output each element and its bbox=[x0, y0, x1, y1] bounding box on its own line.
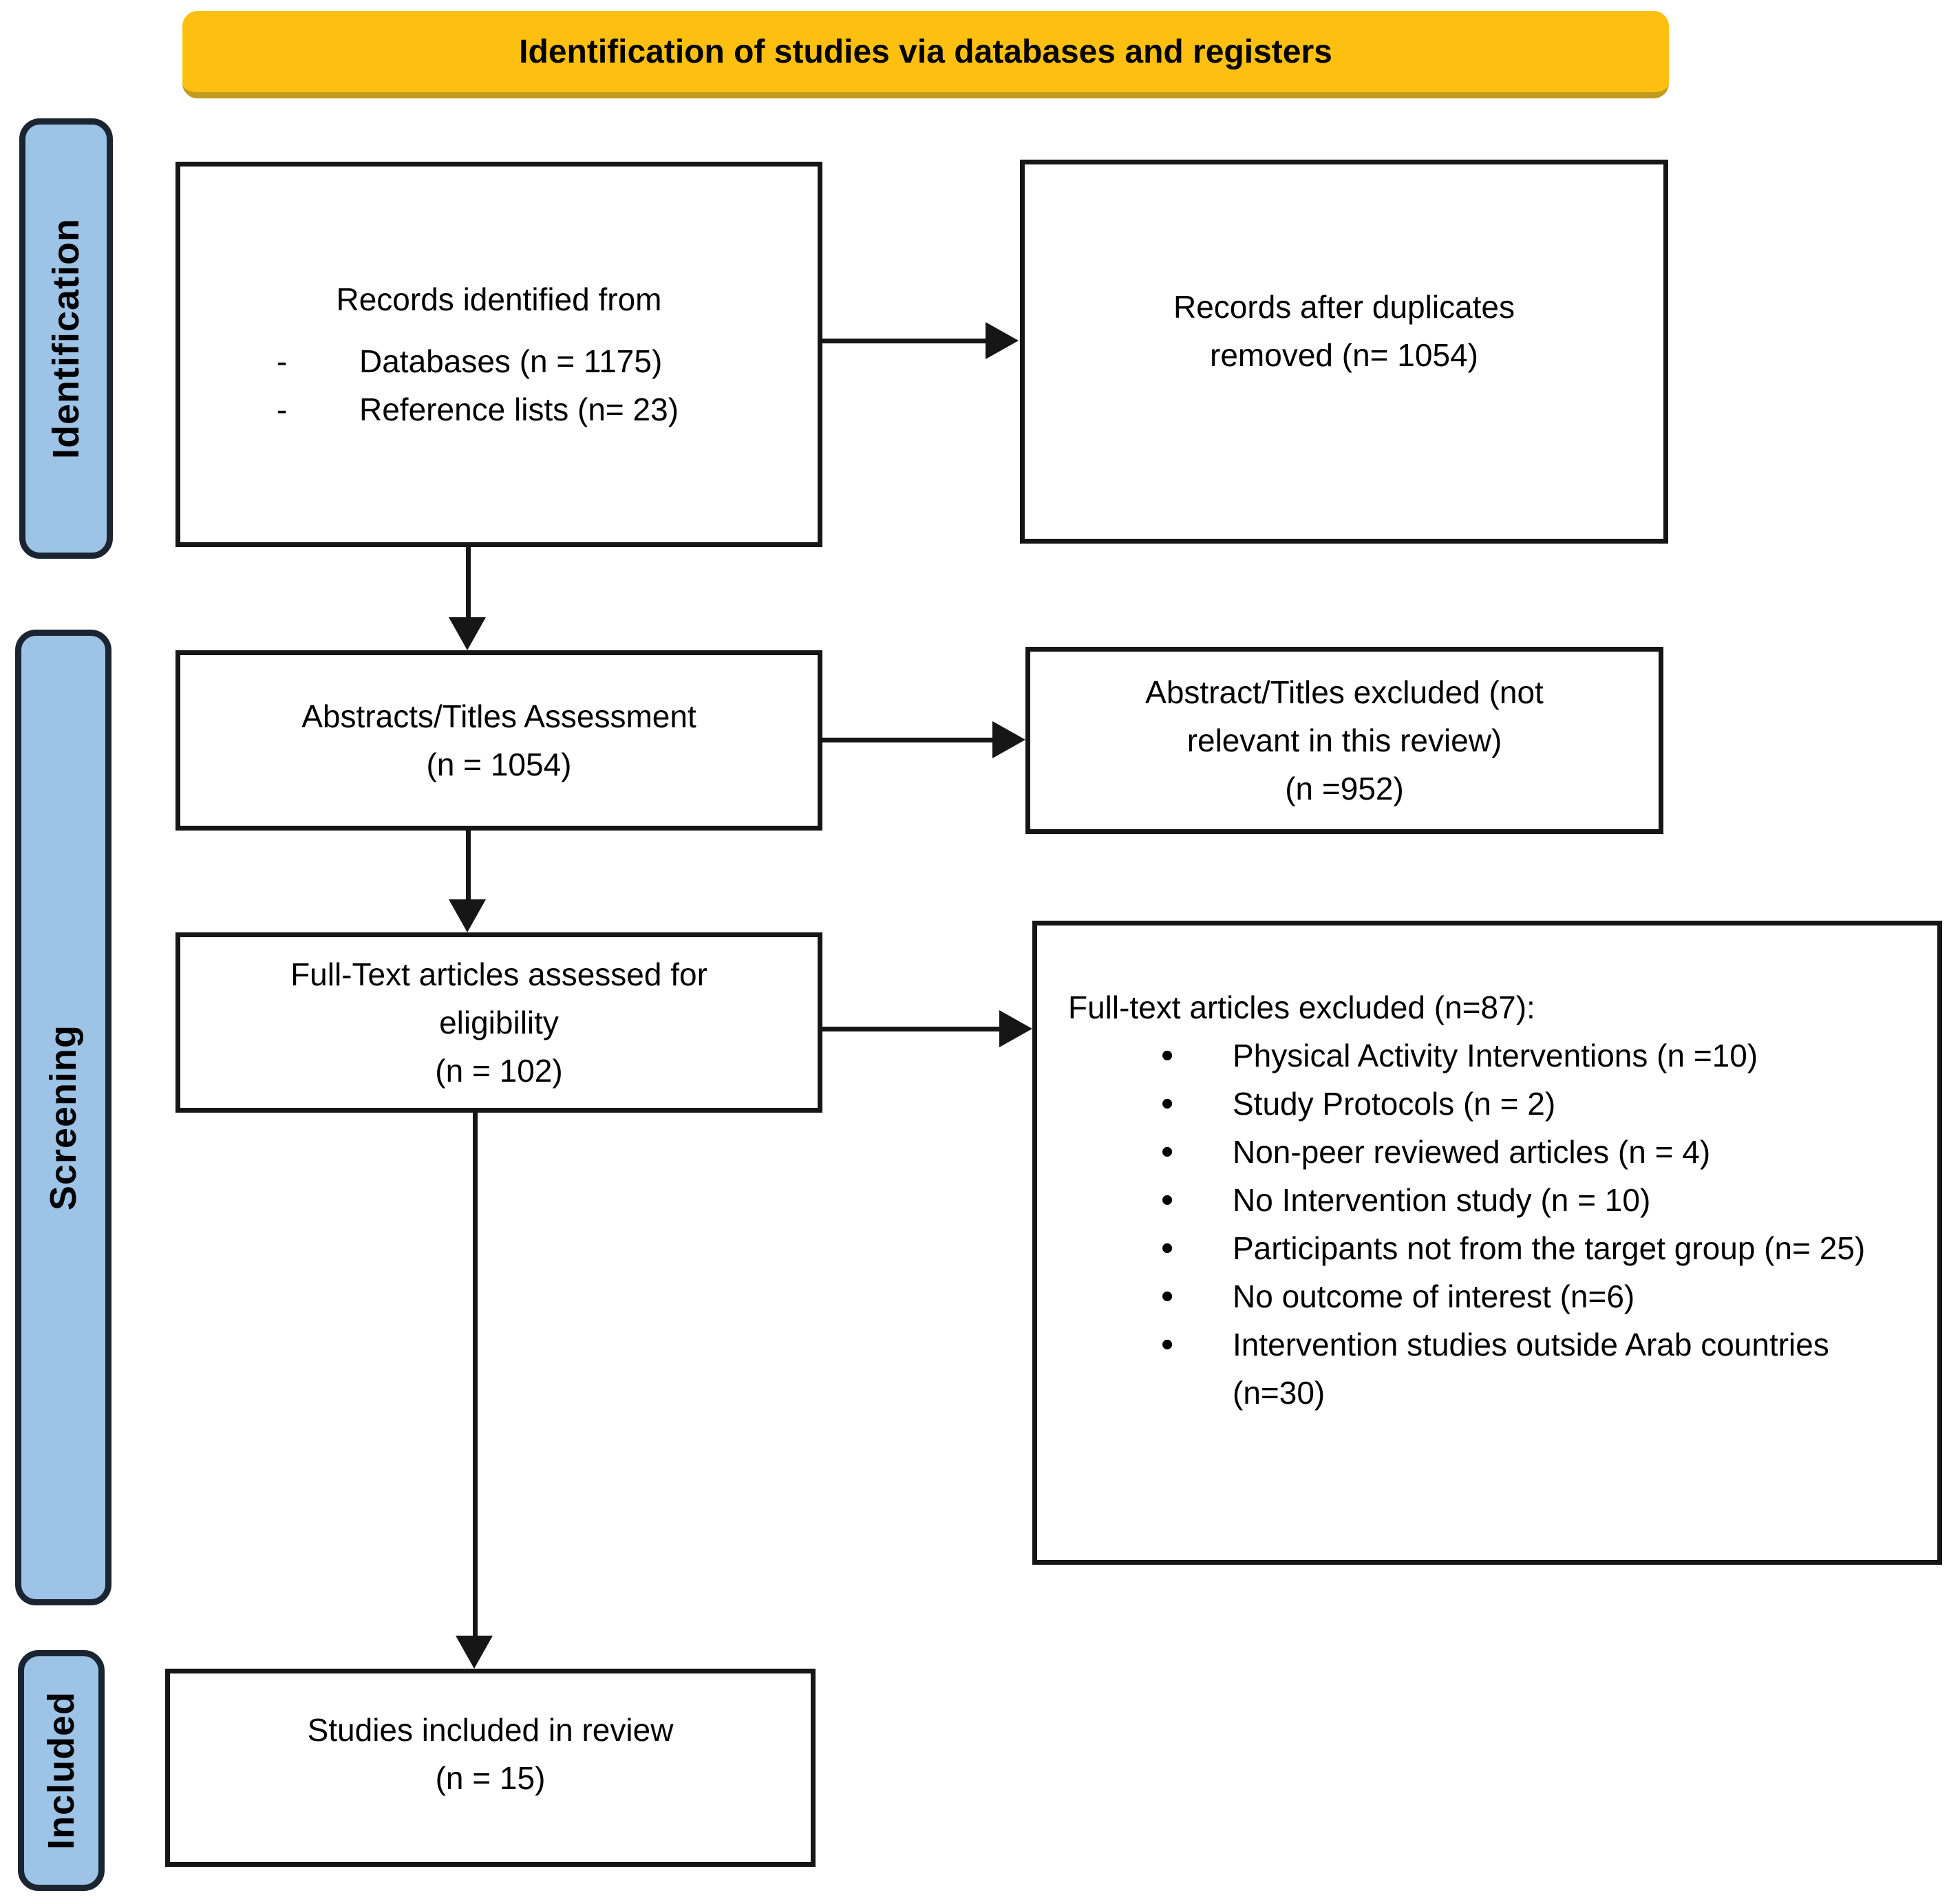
arrow-assessment-to-fulltext-head bbox=[449, 899, 486, 932]
list-item-study-protocols: Study Protocols (n = 2) bbox=[1161, 1080, 1913, 1128]
arrow-fulltext-to-included-line bbox=[473, 1113, 478, 1637]
box-line: Records after duplicates bbox=[1173, 289, 1515, 325]
arrow-records-to-assessment-head bbox=[449, 617, 486, 650]
box-line: Full-Text articles assessed for bbox=[290, 956, 707, 992]
arrow-assessment-to-excluded-line bbox=[822, 738, 994, 742]
arrow-records-to-assessment-line bbox=[466, 547, 471, 619]
box-line: relevant in this review) bbox=[1186, 723, 1502, 758]
box-line: Abstracts/Titles Assessment bbox=[301, 698, 696, 734]
box-records-identified: Records identified from - Databases (n =… bbox=[175, 162, 822, 547]
box-line: (n = 1054) bbox=[426, 747, 572, 782]
arrow-records-to-duplicates-line bbox=[822, 339, 991, 343]
banner: Identification of studies via databases … bbox=[182, 11, 1669, 98]
arrow-assessment-to-excluded-head bbox=[992, 721, 1025, 758]
arrow-fulltext-to-excluded-head bbox=[999, 1010, 1032, 1047]
list-item-participants-target: Participants not from the target group (… bbox=[1161, 1224, 1913, 1272]
box-records-identified-title: Records identified from bbox=[336, 281, 662, 317]
exclusion-reasons-list: Physical Activity Interventions (n =10) … bbox=[1161, 1031, 1913, 1417]
list-item-text: Reference lists (n= 23) bbox=[359, 392, 679, 427]
records-sources-list: - Databases (n = 1175) - Reference lists… bbox=[277, 337, 818, 434]
box-duplicates-removed: Records after duplicates removed (n= 105… bbox=[1020, 160, 1668, 544]
box-line: (n =952) bbox=[1285, 771, 1404, 806]
box-line: (n = 15) bbox=[435, 1760, 546, 1796]
box-line: removed (n= 1054) bbox=[1210, 337, 1478, 373]
stage-label-screening: Screening bbox=[43, 1024, 84, 1211]
box-line: eligibility bbox=[439, 1005, 559, 1040]
dash-marker: - bbox=[277, 343, 288, 379]
list-item-databases: - Databases (n = 1175) bbox=[277, 337, 818, 385]
list-item-text: Databases (n = 1175) bbox=[359, 343, 663, 379]
box-abstracts-excluded: Abstract/Titles excluded (not relevant i… bbox=[1025, 647, 1663, 834]
arrow-fulltext-to-excluded-line bbox=[822, 1027, 1001, 1031]
banner-title: Identification of studies via databases … bbox=[519, 33, 1332, 70]
box-studies-included: Studies included in review (n = 15) bbox=[165, 1669, 816, 1867]
arrow-records-to-duplicates-head bbox=[986, 322, 1019, 359]
box-fulltext-excluded-title: Full-text articles excluded (n=87): bbox=[1068, 990, 1535, 1025]
box-fulltext-assessed: Full-Text articles assessed for eligibil… bbox=[175, 932, 822, 1113]
stage-tab-screening: Screening bbox=[15, 630, 111, 1605]
stage-label-identification: Identification bbox=[45, 218, 87, 459]
list-item-reference-lists: - Reference lists (n= 23) bbox=[277, 385, 818, 434]
box-fulltext-excluded: Full-text articles excluded (n=87): Phys… bbox=[1032, 921, 1942, 1565]
list-item-physical-activity: Physical Activity Interventions (n =10) bbox=[1161, 1031, 1913, 1080]
arrow-fulltext-to-included-head bbox=[456, 1636, 493, 1669]
list-item-no-intervention: No Intervention study (n = 10) bbox=[1161, 1176, 1913, 1224]
arrow-assessment-to-fulltext-line bbox=[466, 831, 471, 901]
box-line: (n = 102) bbox=[435, 1053, 563, 1089]
dash-marker: - bbox=[277, 392, 288, 427]
stage-tab-identification: Identification bbox=[19, 118, 113, 559]
list-item-outside-arab: Intervention studies outside Arab countr… bbox=[1161, 1320, 1913, 1417]
box-line: Abstract/Titles excluded (not bbox=[1145, 674, 1544, 710]
list-item-non-peer-reviewed: Non-peer reviewed articles (n = 4) bbox=[1161, 1128, 1913, 1176]
box-line: Studies included in review bbox=[307, 1712, 674, 1748]
stage-label-included: Included bbox=[41, 1691, 82, 1850]
box-abstracts-assessment: Abstracts/Titles Assessment (n = 1054) bbox=[175, 650, 822, 831]
stage-tab-included: Included bbox=[18, 1650, 105, 1891]
list-item-no-outcome: No outcome of interest (n=6) bbox=[1161, 1272, 1913, 1320]
